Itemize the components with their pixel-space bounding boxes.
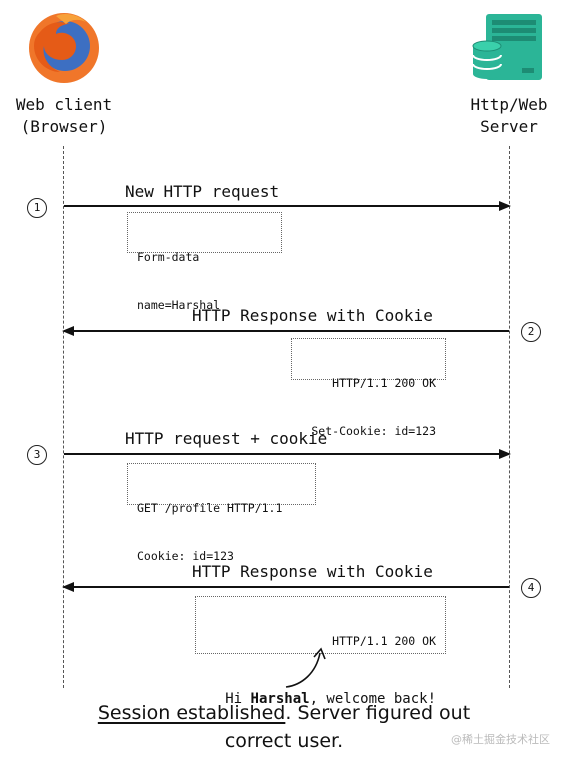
step-1-arrow — [64, 201, 511, 211]
step-4-label: HTTP Response with Cookie — [192, 562, 433, 581]
watermark: @稀土掘金技术社区 — [451, 733, 550, 746]
server-icon — [472, 14, 542, 80]
note-line: Form-data — [137, 250, 200, 264]
greeting-suffix: , welcome back! — [309, 691, 436, 707]
step-2-note: HTTP/1.1 200 OK Set-Cookie: id=123 — [291, 338, 446, 438]
caption: Session established. Server figured out … — [0, 699, 568, 755]
step-3-note: GET /profile HTTP/1.1 Cookie: id=123 — [127, 463, 316, 563]
step-2-marker: 2 — [521, 322, 541, 342]
server-lifeline — [509, 146, 510, 688]
step-1-note: Form-data name=Harshal — [127, 212, 282, 312]
client-lifeline — [63, 146, 64, 688]
caption-underlined: Session established — [97, 702, 286, 724]
note-line: Set-Cookie: id=123 — [311, 424, 436, 438]
step-4-arrow — [62, 582, 509, 592]
step-2-label: HTTP Response with Cookie — [192, 306, 433, 325]
step-1-label: New HTTP request — [125, 182, 280, 201]
note-line: HTTP/1.1 200 OK — [332, 376, 436, 390]
step-1-marker: 1 — [27, 198, 47, 218]
step-3-label: HTTP request + cookie — [125, 429, 328, 448]
greeting-name: Harshal — [250, 691, 310, 707]
step-3-marker: 3 — [27, 445, 47, 465]
client-label: Web client (Browser) — [15, 95, 113, 136]
caption-line2: correct user. — [224, 730, 344, 752]
caption-rest: . Server figured out — [285, 702, 471, 724]
greeting-prefix: Hi — [225, 691, 251, 707]
note-line: HTTP/1.1 200 OK — [332, 634, 436, 648]
step-4-marker: 4 — [521, 578, 541, 598]
note-line: Cookie: id=123 — [137, 549, 234, 563]
pointer-arrow — [285, 647, 326, 688]
firefox-logo — [26, 10, 102, 86]
server-logo — [470, 12, 548, 84]
step-2-arrow — [62, 326, 509, 336]
note-line: GET /profile HTTP/1.1 — [137, 501, 283, 515]
note-line: name=Harshal — [137, 298, 221, 312]
server-label: Http/Web Server — [470, 95, 548, 136]
greeting-line: Hi Harshal, welcome back! — [205, 689, 436, 709]
step-4-note: HTTP/1.1 200 OK Hi Harshal, welcome back… — [195, 596, 446, 707]
firefox-icon — [29, 13, 99, 83]
step-3-arrow — [64, 449, 511, 459]
